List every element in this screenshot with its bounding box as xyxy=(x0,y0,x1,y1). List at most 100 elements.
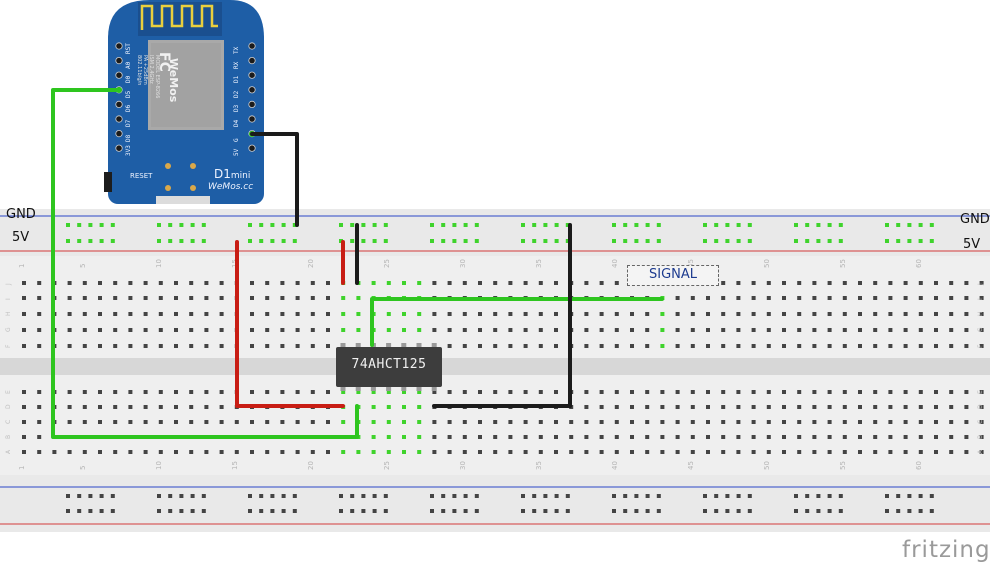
breadboard-hole xyxy=(493,450,498,454)
breadboard-hole xyxy=(979,435,984,439)
breadboard-hole xyxy=(584,405,589,409)
breadboard-hole xyxy=(614,435,619,439)
breadboard-hole xyxy=(128,296,133,300)
breadboard-hole xyxy=(918,328,923,332)
breadboard-hole xyxy=(417,420,422,424)
breadboard-hole xyxy=(812,435,817,439)
breadboard-hole xyxy=(918,435,923,439)
breadboard-hole xyxy=(782,405,786,409)
breadboard-hole xyxy=(690,420,695,424)
breadboard-hole xyxy=(37,312,42,316)
breadboard-hole xyxy=(858,344,862,348)
breadboard-hole xyxy=(82,405,87,409)
rail-hole xyxy=(703,239,707,243)
breadboard-hole xyxy=(82,312,87,316)
breadboard-hole xyxy=(812,405,817,409)
rail-hole xyxy=(747,494,752,498)
breadboard-hole xyxy=(447,312,452,316)
breadboard-hole xyxy=(903,450,908,454)
rail-hole xyxy=(656,239,661,243)
breadboard-hole xyxy=(706,435,710,439)
breadboard-hole xyxy=(98,390,102,394)
breadboard-hole xyxy=(371,450,376,454)
breadboard-hole xyxy=(538,281,543,285)
breadboard-hole xyxy=(888,312,893,316)
rail-hole xyxy=(885,223,889,227)
breadboard-hole xyxy=(371,281,376,285)
breadboard-hole xyxy=(949,435,954,439)
breadboard-hole xyxy=(964,450,969,454)
breadboard-hole xyxy=(402,405,406,409)
rail-hole xyxy=(281,223,286,227)
breadboard-hole xyxy=(554,390,558,394)
breadboard-hole xyxy=(143,296,148,300)
row-letter: I xyxy=(977,298,984,300)
breadboard-hole xyxy=(295,420,300,424)
breadboard-hole xyxy=(630,405,634,409)
breadboard-hole xyxy=(493,344,498,348)
rail-hole xyxy=(827,239,832,243)
breadboard-hole xyxy=(508,435,513,439)
rail-hole xyxy=(383,239,388,243)
breadboard-hole xyxy=(599,328,604,332)
breadboard-hole xyxy=(356,312,361,316)
rail-hole xyxy=(929,509,934,513)
breadboard-hole xyxy=(523,450,528,454)
rail-hole xyxy=(543,223,548,227)
rail-hole xyxy=(474,509,479,513)
breadboard-hole xyxy=(37,344,42,348)
breadboard-hole xyxy=(432,420,437,424)
rail-hole xyxy=(827,494,832,498)
rail-hole xyxy=(179,509,184,513)
breadboard-hole xyxy=(508,390,513,394)
breadboard-hole xyxy=(280,328,285,332)
row-letter: G xyxy=(977,327,984,332)
column-number: 5 xyxy=(79,264,87,268)
breadboard-hole xyxy=(432,312,437,316)
header-pin xyxy=(248,144,256,152)
column-number: 60 xyxy=(915,461,923,470)
rail-hole xyxy=(372,223,377,227)
breadboard-hole xyxy=(964,405,969,409)
rail-hole xyxy=(543,509,548,513)
breadboard-hole xyxy=(523,312,528,316)
rail-hole xyxy=(99,239,104,243)
breadboard-hole xyxy=(326,296,330,300)
breadboard-hole xyxy=(341,390,346,394)
pin-label-right: 5V xyxy=(233,148,240,157)
breadboard-hole xyxy=(143,312,148,316)
breadboard-hole xyxy=(447,328,452,332)
breadboard-hole xyxy=(964,344,969,348)
breadboard-hole xyxy=(918,344,923,348)
breadboard-hole xyxy=(888,435,893,439)
breadboard-hole xyxy=(690,312,695,316)
breadboard-hole xyxy=(660,390,665,394)
breadboard-hole xyxy=(888,296,893,300)
breadboard-hole xyxy=(569,450,574,454)
breadboard-hole xyxy=(341,450,346,454)
breadboard-hole xyxy=(706,312,710,316)
74ahct125-chip xyxy=(336,347,442,387)
rail-hole xyxy=(248,239,252,243)
breadboard-hole xyxy=(22,312,26,316)
breadboard-hole xyxy=(538,344,543,348)
breadboard-hole xyxy=(22,390,26,394)
breadboard-hole xyxy=(174,344,178,348)
breadboard-hole xyxy=(675,405,680,409)
rail-hole xyxy=(88,509,93,513)
chip-pin xyxy=(386,343,392,347)
breadboard-hole xyxy=(174,390,178,394)
breadboard-hole xyxy=(22,281,26,285)
rail-hole xyxy=(270,509,275,513)
breadboard-hole xyxy=(736,312,741,316)
rail-hole xyxy=(703,509,707,513)
breadboard-hole xyxy=(827,405,832,409)
breadboard-hole xyxy=(478,281,482,285)
chip-pin xyxy=(431,387,437,391)
breadboard-hole xyxy=(417,405,422,409)
breadboard-hole xyxy=(280,390,285,394)
breadboard-hole xyxy=(706,390,710,394)
rail-hole xyxy=(474,239,479,243)
breadboard-hole xyxy=(219,312,224,316)
breadboard-hole xyxy=(250,420,254,424)
